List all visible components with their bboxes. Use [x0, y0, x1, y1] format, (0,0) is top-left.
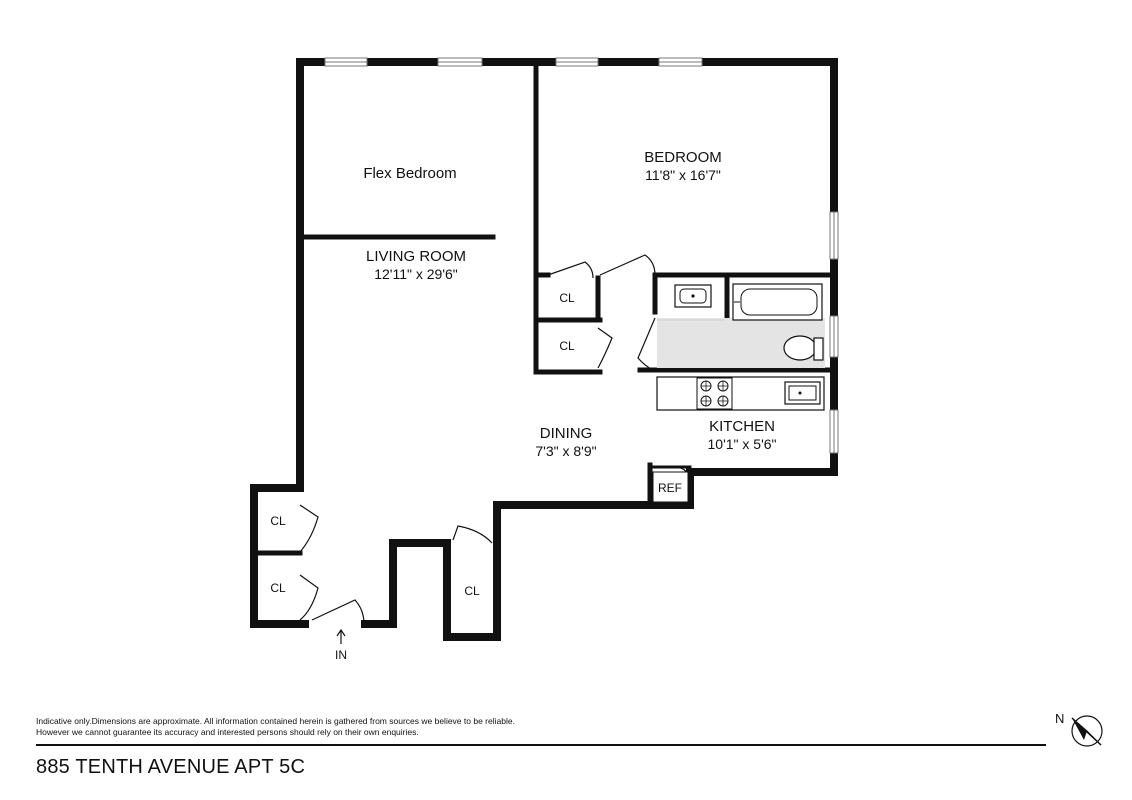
window-east-1 — [829, 211, 839, 260]
kitchen-dims: 10'1" x 5'6" — [708, 436, 777, 452]
bedroom-dims: 11'8" x 16'7" — [645, 167, 721, 183]
entry-arrow-icon — [336, 628, 346, 644]
door-closet-hall — [452, 525, 493, 544]
compass-north-label: N — [1055, 711, 1064, 726]
window-north-3 — [555, 57, 599, 67]
bathtub-icon — [732, 283, 823, 321]
walls — [250, 58, 838, 641]
footer-divider — [36, 744, 1046, 746]
door-closet-entry-2 — [299, 574, 319, 621]
disclaimer-line-1: Indicative only.Dimensions are approxima… — [36, 716, 515, 726]
kitchen-label: KITCHEN — [709, 418, 775, 435]
window-north-4 — [658, 57, 703, 67]
dining-label: DINING — [540, 425, 593, 442]
disclaimer-line-2: However we cannot guarantee its accuracy… — [36, 727, 419, 737]
door-bedroom — [599, 254, 656, 276]
closets — [257, 550, 297, 556]
bedroom-label: BEDROOM — [644, 149, 722, 166]
flex-bedroom-label: Flex Bedroom — [363, 165, 456, 182]
refrigerator-label: REF — [658, 481, 682, 495]
living-room-label: LIVING ROOM — [366, 248, 466, 265]
doors — [299, 254, 687, 625]
kitchen-counter — [656, 376, 825, 411]
entry-label: IN — [335, 648, 347, 662]
dining-dims: 7'3" x 8'9" — [535, 443, 596, 459]
closet-label: CL — [270, 581, 286, 595]
window-east-2 — [829, 315, 839, 358]
door-closet-1 — [547, 261, 594, 279]
property-address: 885 TENTH AVENUE APT 5C — [36, 756, 306, 778]
door-closet-entry-1 — [299, 504, 319, 553]
toilet-icon — [783, 335, 824, 361]
outer-wall-left — [250, 58, 309, 628]
bathroom-sink-icon — [674, 284, 712, 308]
closet-label: CL — [559, 291, 575, 305]
door-bath — [637, 317, 656, 371]
outer-wall — [296, 58, 838, 641]
window-east-3 — [829, 409, 839, 454]
disclaimer: Indicative only.Dimensions are approxima… — [36, 716, 1036, 738]
bathroom — [657, 283, 825, 368]
closet-label: CL — [464, 584, 480, 598]
door-ref — [656, 466, 687, 473]
closet-label: CL — [270, 514, 286, 528]
living-room-dims: 12'11" x 29'6" — [374, 266, 458, 282]
stove-icon — [696, 377, 733, 410]
door-closet-2 — [597, 327, 613, 369]
compass-icon: N — [1055, 711, 1103, 747]
refrigerator-box — [652, 471, 689, 503]
door-entry — [311, 599, 365, 625]
window-north-2 — [437, 57, 483, 67]
kitchen-sink-icon — [784, 381, 821, 405]
window-north-1 — [324, 57, 368, 67]
closet-label: CL — [559, 339, 575, 353]
windows — [324, 57, 839, 454]
